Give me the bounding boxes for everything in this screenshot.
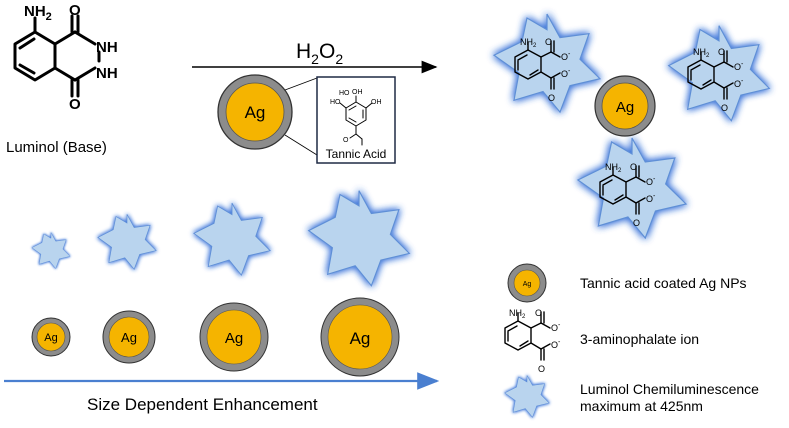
- svg-text:Ag: Ag: [225, 330, 243, 347]
- svg-text:NH2: NH2: [605, 162, 622, 174]
- svg-text:O: O: [721, 103, 728, 113]
- svg-text:O-: O-: [561, 68, 571, 79]
- legend-star-symbol: [504, 375, 550, 418]
- size-dependent-label: Size Dependent Enhancement: [87, 395, 318, 414]
- svg-text:Ag: Ag: [44, 332, 57, 344]
- luminol-label: Luminol (Base): [6, 139, 107, 156]
- svg-text:NH2: NH2: [693, 47, 710, 59]
- svg-text:HO: HO: [339, 90, 350, 97]
- svg-text:O: O: [538, 364, 545, 374]
- legend-cl-line1: Luminol Chemiluminescence: [580, 381, 759, 397]
- svg-text:O-: O-: [561, 51, 571, 62]
- size-series-stars: [31, 190, 411, 287]
- svg-text:O: O: [535, 308, 542, 318]
- svg-text:O-: O-: [734, 61, 744, 72]
- size-series-particles: Ag Ag Ag Ag: [31, 297, 400, 377]
- product-star-bottom: NH2 O O- O- O: [576, 137, 688, 240]
- h2o2-label: H2O2: [296, 40, 343, 67]
- svg-text:Ag: Ag: [616, 99, 634, 116]
- svg-text:O: O: [633, 218, 640, 228]
- legend-cl-line2: maximum at 425nm: [580, 398, 703, 414]
- svg-text:OH: OH: [352, 89, 363, 96]
- luminol-nh2-sub: 2: [46, 11, 52, 23]
- svg-text:O-: O-: [551, 322, 561, 333]
- tannic-acid-label: Tannic Acid: [326, 147, 387, 161]
- svg-text:Ag: Ag: [121, 330, 137, 345]
- svg-text:Ag: Ag: [350, 329, 371, 348]
- product-star-right: NH2 O O- O- O: [667, 25, 771, 122]
- tannic-acid-box: HO OH HO OH O Tannic Acid: [316, 76, 396, 164]
- svg-text:O: O: [545, 37, 552, 47]
- svg-text:Ag: Ag: [523, 281, 532, 288]
- luminol-nh-bottom: NH: [96, 65, 118, 82]
- legend-ion-label: 3-aminophalate ion: [580, 331, 699, 347]
- nh2-label: NH2: [520, 37, 537, 49]
- svg-text:O: O: [718, 47, 725, 57]
- luminol-o-bottom: O: [69, 96, 81, 113]
- svg-text:O: O: [343, 137, 349, 144]
- svg-text:O-: O-: [734, 78, 744, 89]
- legend-particle-label: Tannic acid coated Ag NPs: [580, 275, 747, 291]
- svg-text:O-: O-: [551, 339, 561, 350]
- luminol-nh2: NH: [24, 3, 46, 20]
- luminol-o-top: O: [69, 2, 81, 19]
- svg-text:NH2: NH2: [24, 3, 52, 23]
- ag-particle-product: Ag: [594, 75, 656, 137]
- product-star-left: NH2 O O- O- O: [492, 13, 602, 114]
- legend-particle-symbol: Ag: [507, 263, 547, 303]
- svg-text:O-: O-: [646, 176, 656, 187]
- ag-particle-reaction: Ag: [217, 74, 293, 150]
- luminol-structure: NH2 O O NH NH: [13, 2, 118, 113]
- legend: Ag Tannic acid coated Ag NPs NH2 O O- O-…: [504, 263, 759, 418]
- legend-ion-symbol: NH2 O O- O- O: [504, 308, 561, 374]
- svg-text:O: O: [630, 162, 637, 172]
- svg-text:O: O: [548, 93, 555, 103]
- svg-text:NH2: NH2: [509, 308, 526, 320]
- svg-text:O-: O-: [646, 193, 656, 204]
- svg-text:HO: HO: [330, 99, 341, 106]
- svg-text:OH: OH: [371, 99, 382, 106]
- ag-label: Ag: [245, 103, 266, 122]
- luminol-nh-top: NH: [96, 39, 118, 56]
